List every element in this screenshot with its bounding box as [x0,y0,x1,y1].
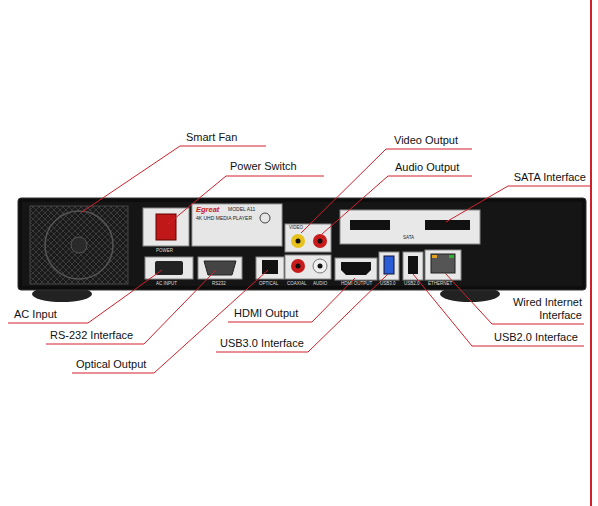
ce-mark [260,213,270,223]
rs232-plate [198,257,242,279]
callout-label: Smart Fan [186,131,237,144]
callout-label: Optical Output [76,358,146,371]
brand-text: Egreat [196,206,219,215]
callout-label: Video Output [394,134,458,147]
panel-text: HDMI OUTPUT [341,281,372,286]
hdmi-plate [335,258,377,280]
callout-label: SATA Interface [514,171,586,184]
callout-label: HDMI Output [234,307,298,320]
led [432,255,437,258]
leader-line [46,270,216,344]
callout-label: Wired Internet Interface [488,296,582,321]
rca-plate [285,224,331,252]
panel-text: COAXIAL [287,281,307,286]
optical-plate [256,257,284,279]
sata-slot [350,220,390,230]
hdmi-port [341,262,371,275]
leader-line [445,273,584,324]
jack-hole [296,264,301,269]
coaxial-jack [291,259,305,273]
optical-port [262,260,278,274]
panel-text: POWER [156,248,173,253]
db9-connector [204,261,236,275]
callout-label: USB3.0 Interface [220,337,304,350]
rj45-port [431,254,455,273]
panel-text: ETHERNET [428,281,452,286]
audio-l-jack [313,259,327,273]
audio-r-jack [313,234,327,248]
usb3-plate [379,252,399,280]
leader-line [413,274,584,346]
leader-line [82,146,266,212]
edge-line [590,0,592,506]
leader-line [168,176,324,224]
leader-line [446,186,590,222]
panel-text: RS232 [212,281,226,286]
callout-label: Power Switch [230,160,297,173]
leader-line [301,149,472,233]
sata-panel [340,210,480,244]
panel-text: AC INPUT [156,281,177,286]
rca-plate [285,255,331,279]
usb3-port [384,256,394,274]
panel-text: VIDEO [289,225,303,230]
jack-hole [318,264,323,269]
callout-label: USB2.0 Interface [494,331,578,344]
ac-inlet [155,261,183,275]
video-jack [291,234,305,248]
jack-hole [318,239,323,244]
fan-hub [71,237,87,253]
panel-text: 4K UHD MEDIA PLAYER [196,216,252,222]
leader-lines [8,146,590,373]
leader-line [8,270,162,323]
leader-line [322,176,472,234]
info-plate [192,204,282,246]
power-switch [156,214,176,240]
rear-panel [22,202,582,286]
led [449,255,454,258]
callout-label: AC Input [14,308,57,321]
leader-line [228,278,355,322]
ac-plate [145,257,193,279]
fan-grill [30,206,128,284]
usb2-plate [403,252,423,280]
switch-plate [143,208,189,246]
ethernet-plate [425,250,461,280]
panel-text: AUDIO [313,281,327,286]
panel-text: MODEL A11 [228,207,255,213]
leader-line [216,274,388,352]
device-body [18,198,586,290]
fan-ring [45,211,113,279]
usb2-port [408,256,418,274]
callout-label: Audio Output [395,161,459,174]
panel-text: SATA [403,235,414,240]
panel-text: OPTICAL [259,281,278,286]
callout-label: RS-232 Interface [50,329,133,342]
panel-text: USB2.0 [404,281,420,286]
panel-text: USB3.0 [380,281,396,286]
jack-hole [296,239,301,244]
